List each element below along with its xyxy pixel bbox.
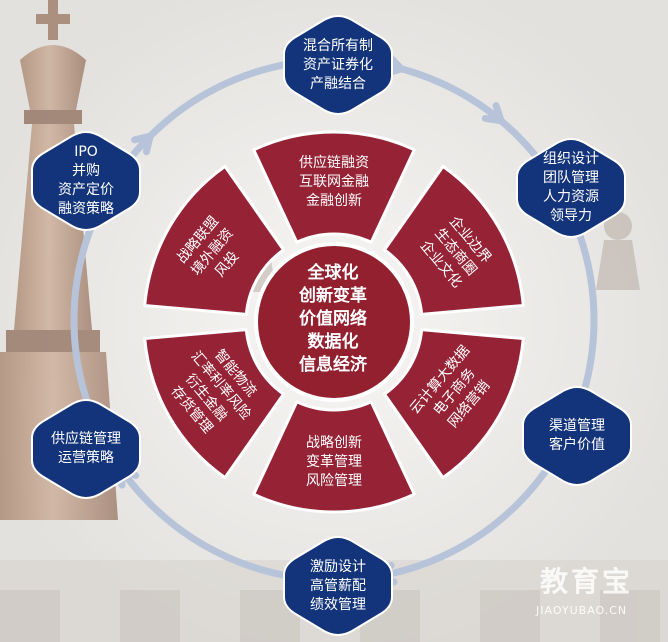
- center-circle-text: 全球化 创新变革 价值网络 数据化 信息经济: [299, 263, 367, 375]
- petal-bottom: [252, 400, 416, 514]
- hexagon-shape: [522, 385, 632, 487]
- node-bottom: 激励设计 高管薪配 绩效管理: [282, 535, 394, 637]
- hexagon-shape: [31, 398, 141, 500]
- petal-top: [252, 130, 416, 244]
- watermark-logo: 教育宝: [540, 565, 634, 598]
- hexagon-shape: [516, 137, 626, 239]
- petal-lower-left: [143, 328, 286, 480]
- node-label: 激励设计 高管薪配 绩效管理: [310, 558, 366, 613]
- node-label: IPO 并购 资产定价 融资策略: [58, 144, 114, 217]
- petal-label: 战略创新 变革管理 风险管理: [306, 434, 362, 489]
- node-upper-left: IPO 并购 资产定价 融资策略: [30, 130, 142, 232]
- node-label: 供应链管理 运营策略: [51, 431, 121, 466]
- node-label: 渠道管理 客户价值: [549, 418, 605, 453]
- ring-arrowhead: [481, 102, 505, 125]
- hexagon-shape: [283, 14, 393, 116]
- petal-lower-right: [382, 328, 525, 480]
- node-upper-right: 组织设计 团队管理 人力资源 领导力: [515, 137, 627, 239]
- node-lower-left: 供应链管理 运营策略: [30, 398, 142, 500]
- petal-upper-left: [143, 164, 286, 316]
- node-label: 组织设计 团队管理 人力资源 领导力: [543, 151, 599, 224]
- hexagon-shape: [31, 130, 141, 232]
- node-lower-right: 渠道管理 客户价值: [521, 385, 633, 487]
- ring-arrowhead: [131, 132, 154, 156]
- node-label: 混合所有制 资产证券化 产融结合: [303, 37, 373, 92]
- node-top: 混合所有制 资产证券化 产融结合: [282, 14, 394, 116]
- petal-upper-right: [382, 164, 525, 316]
- petal-label: 供应链融资 互联网金融 金融创新: [299, 154, 369, 209]
- center-circle: [254, 242, 414, 402]
- watermark-url: JIAOYUBAO.CN: [536, 604, 628, 617]
- hexagon-shape: [283, 535, 393, 637]
